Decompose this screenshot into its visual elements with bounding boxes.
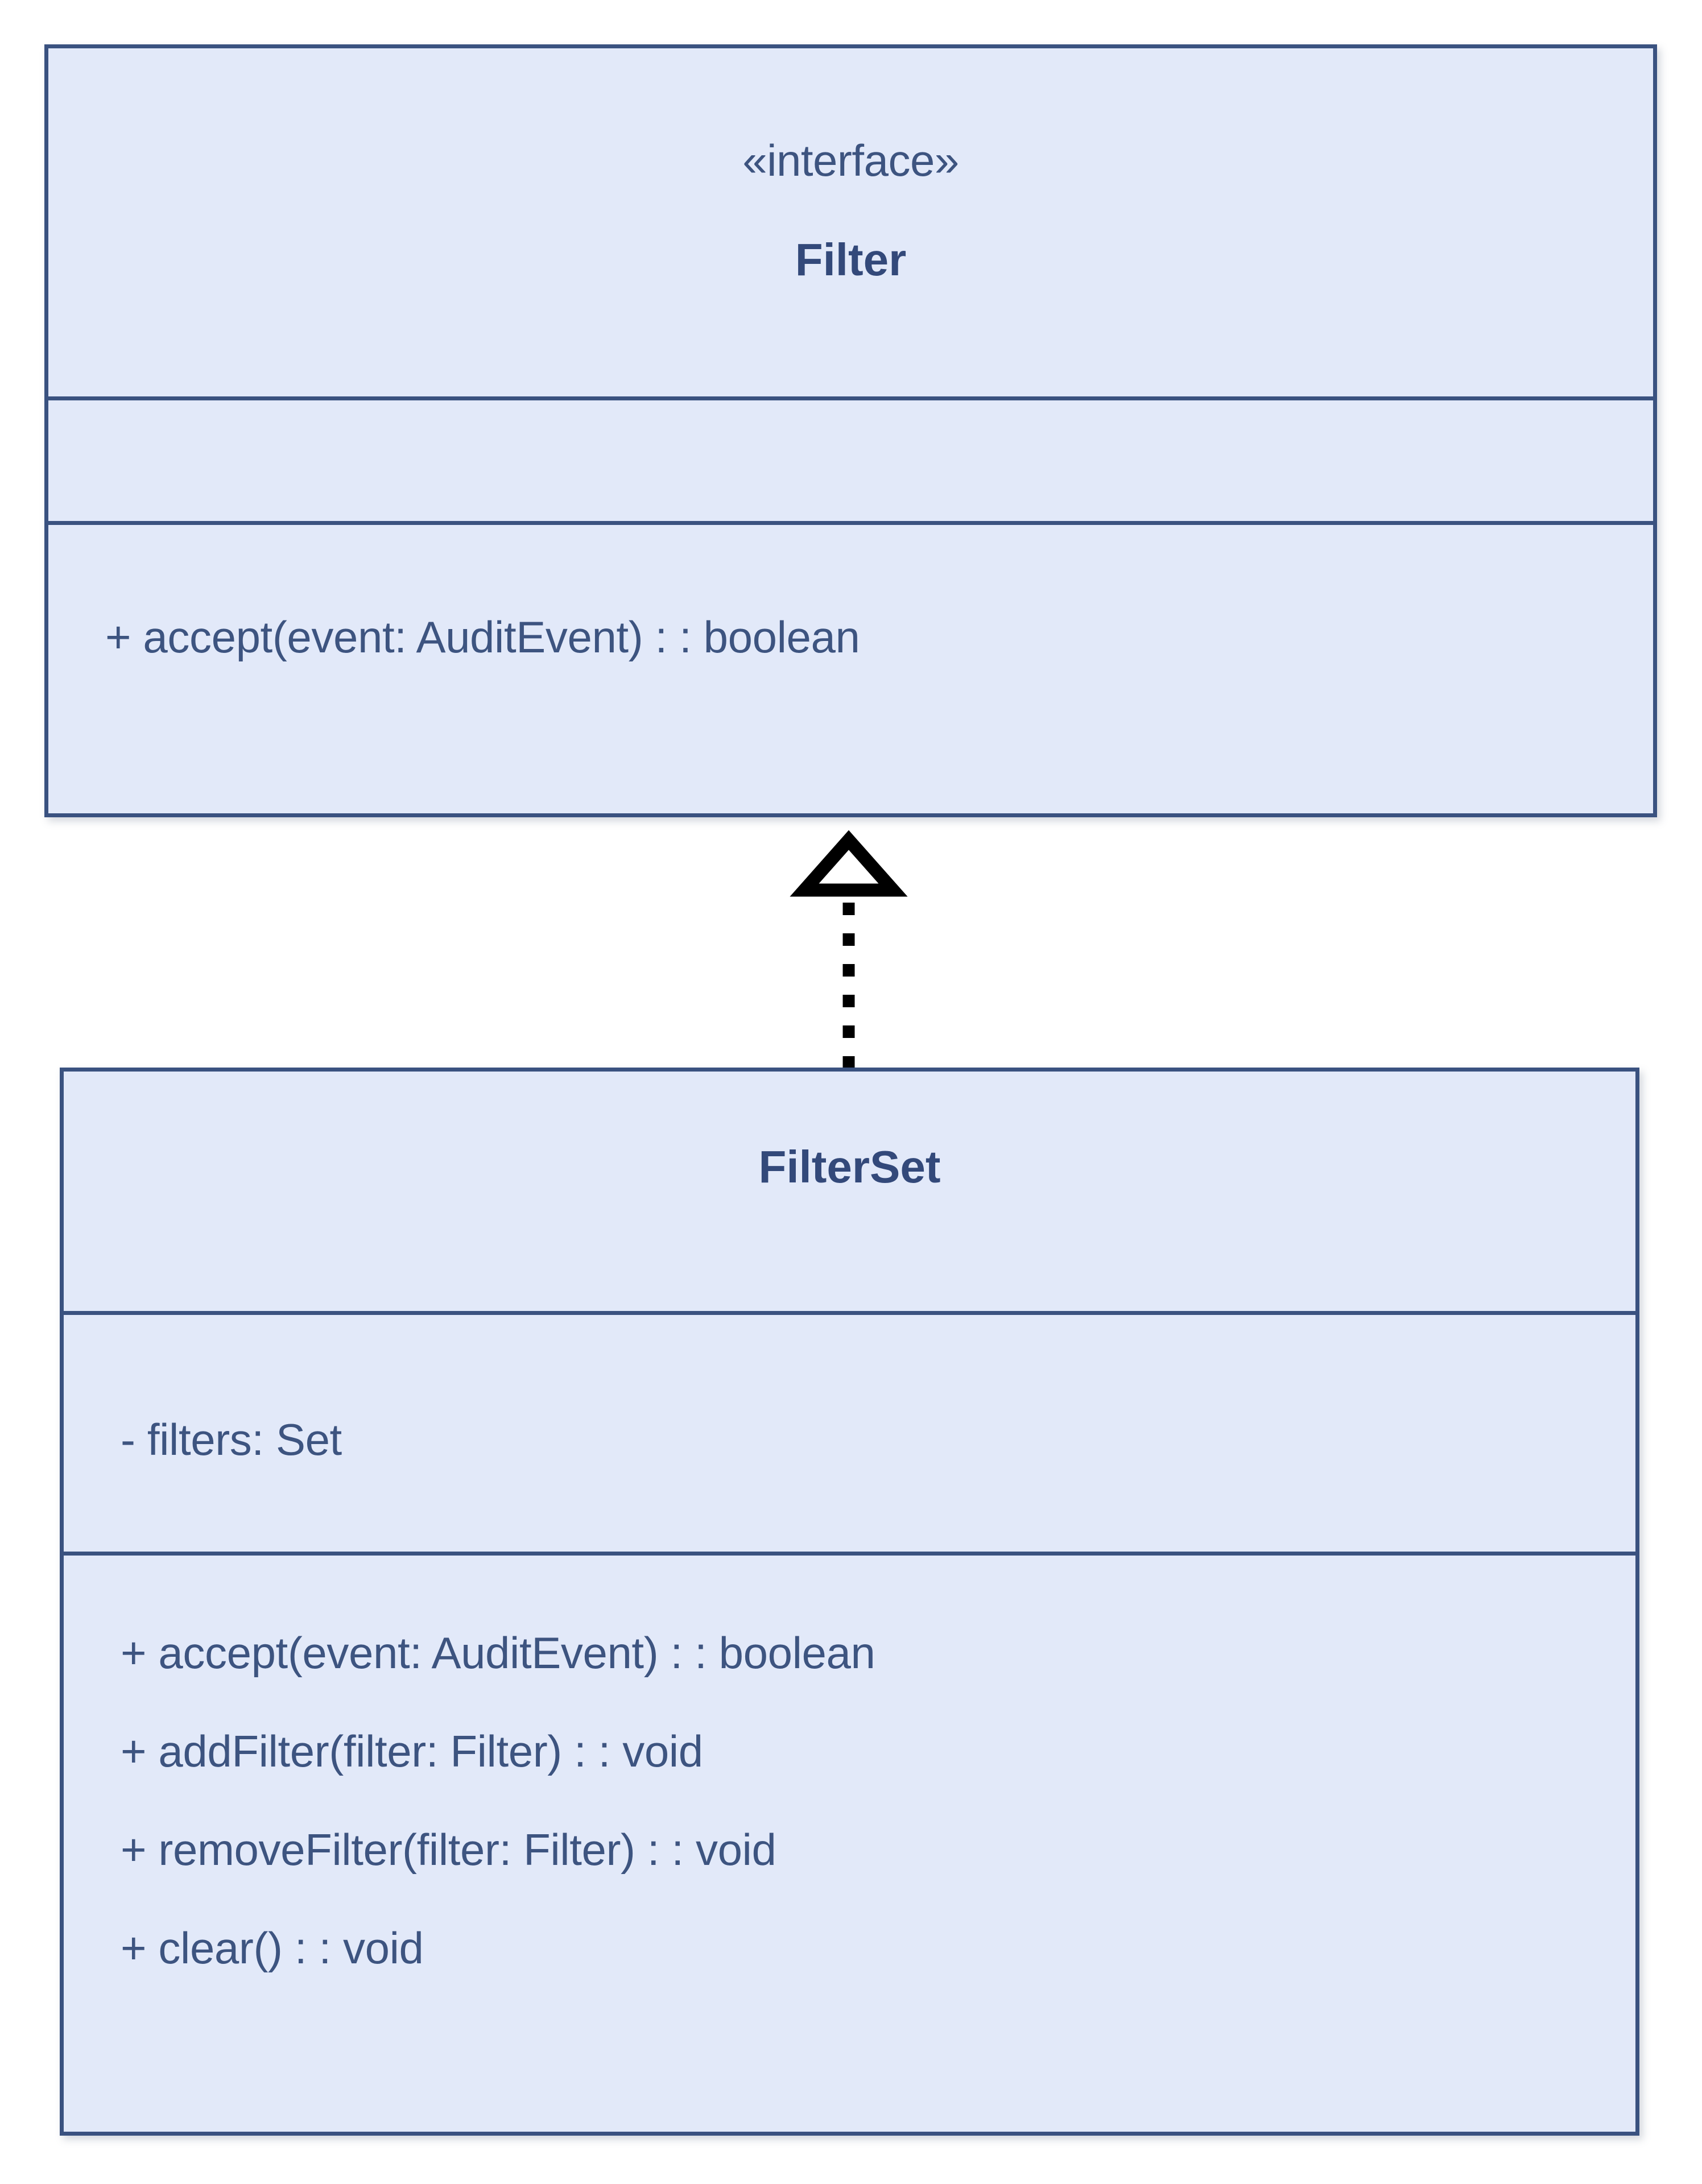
uml-class-filterset[interactable]: FilterSet - filters: Set + accept(event:…	[60, 1068, 1639, 2136]
method-item: + addFilter(filter: Filter) : : void	[121, 1726, 703, 1776]
class-header-filter: «interface» Filter	[48, 48, 1653, 396]
method-item: + clear() : : void	[121, 1923, 424, 1973]
stereotype-label-filter: «interface»	[742, 135, 959, 185]
methods-compartment-filterset: + accept(event: AuditEvent) : : boolean …	[64, 1552, 1635, 2128]
method-list-filterset: + accept(event: AuditEvent) : : boolean …	[121, 1631, 1635, 1970]
method-item: + accept(event: AuditEvent) : : boolean	[121, 1628, 875, 1678]
class-name-filterset: FilterSet	[758, 1141, 941, 1192]
realization-connector-filterset-to-filter	[785, 817, 912, 1069]
methods-compartment-filter: + accept(event: AuditEvent) : : boolean	[48, 521, 1653, 813]
class-name-filter: Filter	[795, 234, 907, 285]
class-header-filterset: FilterSet	[64, 1072, 1635, 1311]
method-item: + accept(event: AuditEvent) : : boolean	[105, 612, 860, 662]
hollow-triangle-arrowhead	[790, 830, 908, 897]
uml-class-filter[interactable]: «interface» Filter + accept(event: Audit…	[44, 44, 1657, 817]
attributes-compartment-filter	[48, 396, 1653, 521]
attribute-list-filterset: - filters: Set	[121, 1417, 1635, 1462]
attribute-item: - filters: Set	[121, 1414, 342, 1465]
attributes-compartment-filterset: - filters: Set	[64, 1311, 1635, 1552]
method-item: + removeFilter(filter: Filter) : : void	[121, 1825, 776, 1875]
method-list-filter: + accept(event: AuditEvent) : : boolean	[105, 615, 1653, 659]
